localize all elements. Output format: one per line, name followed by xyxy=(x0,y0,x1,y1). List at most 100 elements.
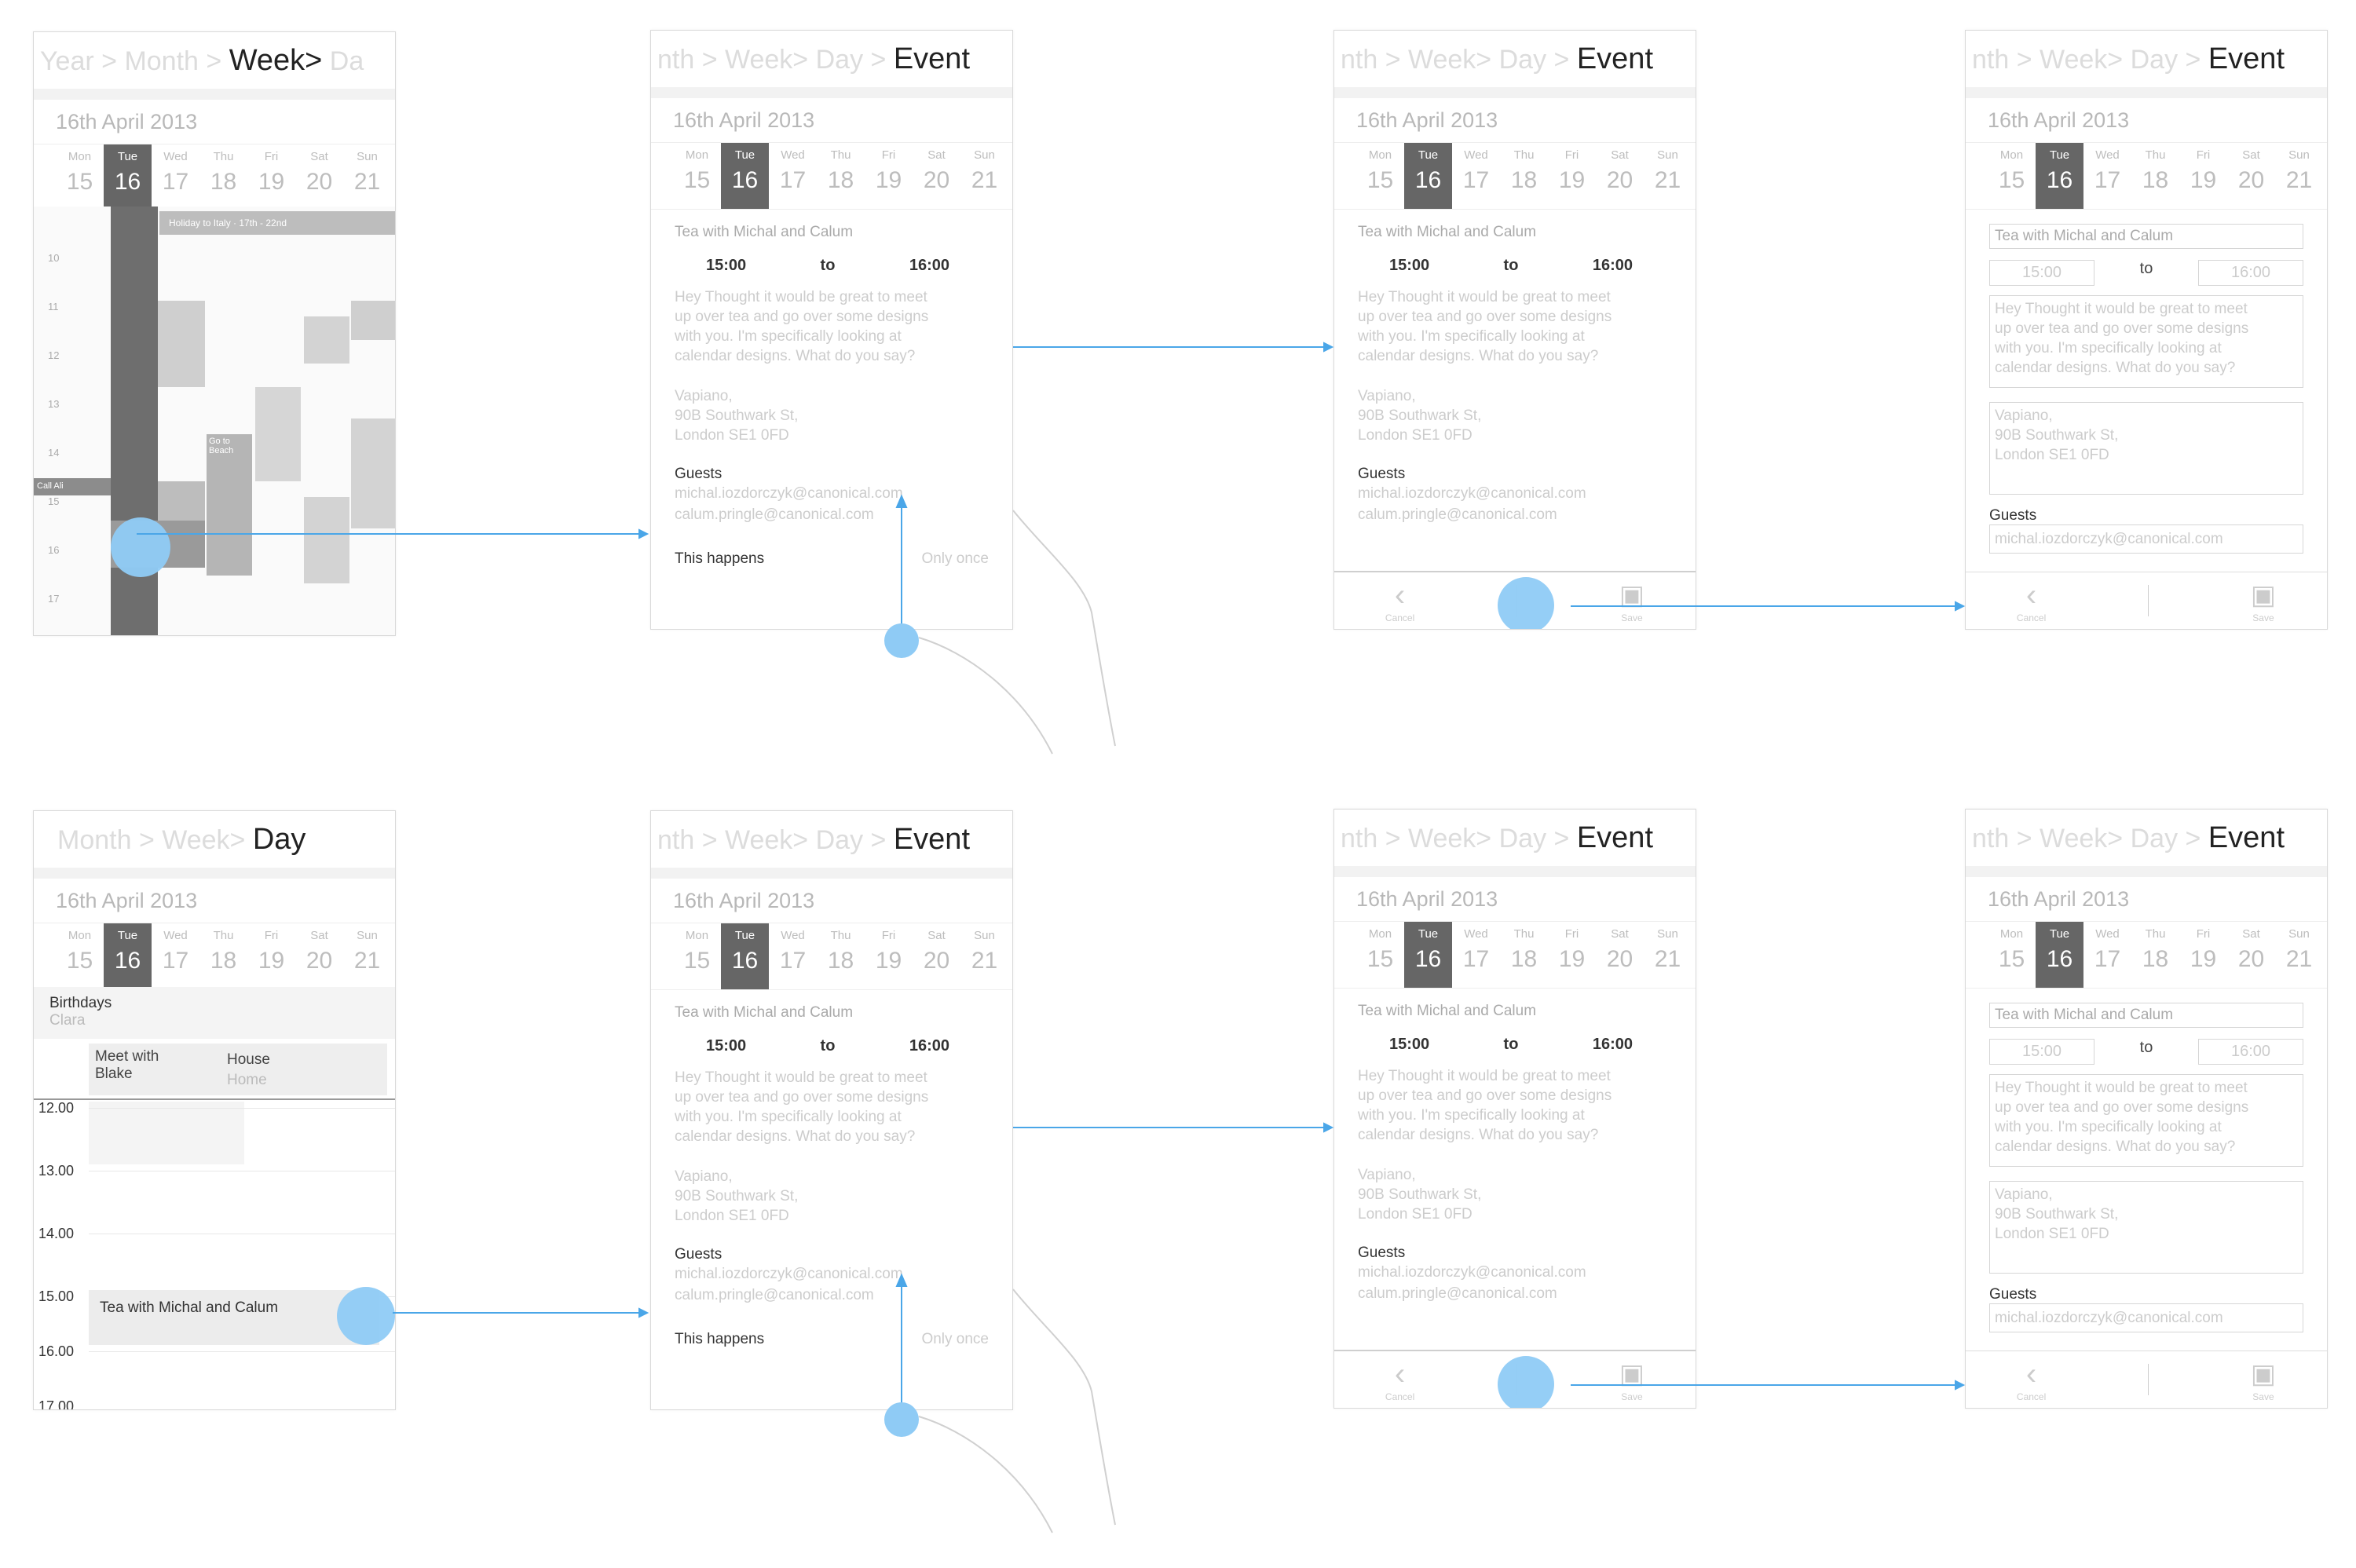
event-title[interactable]: Tea with Michal and Calum xyxy=(675,1004,854,1021)
event-title[interactable]: Tea with Michal and Calum xyxy=(675,224,854,240)
guest-item[interactable]: michal.iozdorczyk@canonical.com xyxy=(1358,485,1586,502)
save-button[interactable]: ▣Save xyxy=(1619,1357,1644,1402)
guest-item[interactable]: michal.iozdorczyk@canonical.com xyxy=(675,485,903,502)
title-input[interactable]: Tea with Michal and Calum xyxy=(1989,1003,2303,1028)
start-time[interactable]: 15:00 xyxy=(1389,1036,1430,1053)
end-time-input[interactable]: 16:00 xyxy=(2198,260,2303,286)
event-block[interactable]: Call Ali xyxy=(34,478,111,495)
breadcrumb-parents[interactable]: nth > Week> Day > xyxy=(1972,824,2208,853)
breadcrumb-current[interactable]: Event xyxy=(893,823,970,856)
cancel-button[interactable]: ‹Cancel xyxy=(2017,1357,2046,1402)
breadcrumb-current[interactable]: Day xyxy=(252,823,306,856)
breadcrumb-current[interactable]: Week> xyxy=(229,44,323,77)
location-input[interactable]: Vapiano,90B Southwark St,London SE1 0FD xyxy=(1989,402,2303,495)
guest-item[interactable]: calum.pringle@canonical.com xyxy=(1358,506,1557,523)
end-time[interactable]: 16:00 xyxy=(909,1037,949,1054)
event-location[interactable]: Vapiano,90B Southwark St,London SE1 0FD xyxy=(675,1168,799,1224)
event-title[interactable]: Tea with Michal and Calum xyxy=(1358,1003,1537,1019)
event-block[interactable]: Go to Beach xyxy=(207,434,252,576)
end-time-input[interactable]: 16:00 xyxy=(2198,1039,2303,1065)
event-location[interactable]: Vapiano,90B Southwark St,London SE1 0FD xyxy=(675,388,799,444)
guest-input[interactable]: michal.iozdorczyk@canonical.com xyxy=(1989,524,2303,554)
location-input[interactable]: Vapiano,90B Southwark St,London SE1 0FD xyxy=(1989,1181,2303,1274)
breadcrumb-parents[interactable]: nth > Week> Day > xyxy=(657,825,894,855)
meet-event[interactable]: Meet with Blake House Home xyxy=(89,1044,387,1095)
end-time[interactable]: 16:00 xyxy=(909,257,949,274)
cancel-button[interactable]: ‹Cancel xyxy=(1385,578,1414,623)
event-block[interactable] xyxy=(255,387,301,481)
breadcrumb-parents[interactable]: Month > Week> xyxy=(57,825,253,855)
guest-item[interactable]: michal.iozdorczyk@canonical.com xyxy=(675,1266,903,1282)
event-block[interactable] xyxy=(158,301,205,387)
allday-row[interactable]: Birthdays Clara xyxy=(34,987,395,1039)
breadcrumb-parents[interactable]: Year > Month > xyxy=(40,46,229,76)
breadcrumb-parents[interactable]: nth > Week> Day > xyxy=(1341,824,1577,853)
save-button[interactable]: ▣Save xyxy=(2251,578,2276,623)
breadcrumb-current[interactable]: Event xyxy=(2208,42,2285,75)
event-block[interactable] xyxy=(351,301,395,340)
event-block[interactable] xyxy=(351,418,395,528)
save-button[interactable]: ▣Save xyxy=(2251,1357,2276,1402)
guest-item[interactable]: michal.iozdorczyk@canonical.com xyxy=(1358,1264,1586,1281)
breadcrumb-parents[interactable]: nth > Week> Day > xyxy=(1341,45,1577,75)
guest-input[interactable]: michal.iozdorczyk@canonical.com xyxy=(1989,1303,2303,1332)
breadcrumb-current[interactable]: Event xyxy=(1576,821,1653,854)
event-title[interactable]: Tea with Michal and Calum xyxy=(1358,224,1537,240)
end-time[interactable]: 16:00 xyxy=(1592,257,1633,274)
breadcrumb-current[interactable]: Event xyxy=(2208,821,2285,854)
breadcrumb-current[interactable]: Event xyxy=(893,42,970,75)
cancel-button[interactable]: ‹Cancel xyxy=(2017,578,2046,623)
event-block[interactable] xyxy=(304,497,349,583)
breadcrumb-next[interactable]: Da xyxy=(322,46,364,76)
title-input[interactable]: Tea with Michal and Calum xyxy=(1989,224,2303,249)
event-block[interactable] xyxy=(304,316,349,364)
breadcrumb-parents[interactable]: nth > Week> Day > xyxy=(1972,45,2208,75)
